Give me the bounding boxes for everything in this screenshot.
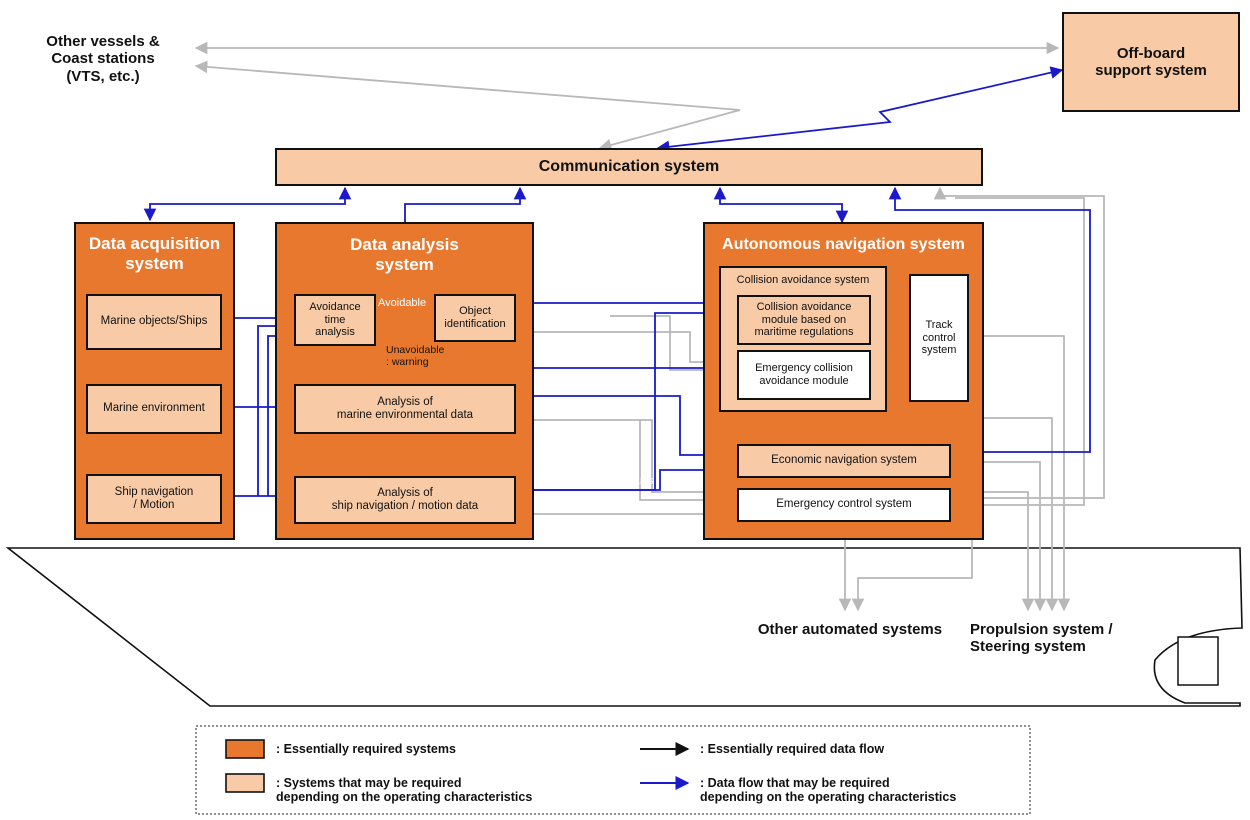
- other-vessels-label: Other vessels & Coast stations (VTS, etc…: [46, 33, 160, 85]
- collision-avoidance-title: Collision avoidance system: [736, 273, 870, 286]
- nav-data-analysis-box: Analysis of ship navigation / motion dat…: [294, 476, 516, 524]
- legend-swatch-essential: [225, 739, 265, 759]
- propulsion-steering-label: Propulsion system / Steering system: [970, 620, 1113, 655]
- track-control-system: Track control system: [909, 274, 969, 402]
- other-automated-systems-label: Other automated systems: [757, 621, 943, 639]
- object-identification-box: Object identification: [434, 294, 516, 342]
- label-abnormal-2: Abnormal : warning: [538, 499, 633, 511]
- collision-avoidance-module: Collision avoidance module based on mari…: [737, 295, 871, 345]
- communication-system-box: Communication system: [275, 148, 983, 186]
- marine-objects-box: Marine objects/Ships: [86, 294, 222, 350]
- autonomous-navigation-system: Autonomous navigation system Collision a…: [703, 222, 984, 540]
- ship-hull: [5, 547, 1243, 707]
- marine-environment-box: Marine environment: [86, 384, 222, 434]
- ship-navigation-box: Ship navigation / Motion: [86, 474, 222, 524]
- label-provide-2: Provide analysis results: [538, 381, 654, 393]
- label-abnormal-1: Abnormal : warning: [538, 405, 633, 417]
- data-analysis-title: Data analysis system: [350, 235, 459, 274]
- emergency-control-box: Emergency control system: [737, 488, 951, 522]
- economic-navigation-box: Economic navigation system: [737, 444, 951, 478]
- autonomous-navigation-title: Autonomous navigation system: [722, 235, 965, 253]
- avoidance-time-box: Avoidance time analysis: [294, 294, 376, 346]
- legend-essential-systems: : Essentially required systems: [276, 742, 456, 756]
- label-unidentified: Unidentified : warning: [538, 318, 644, 330]
- collision-avoidance-system: Collision avoidance system Collision avo…: [719, 266, 887, 412]
- legend-optional-systems: : Systems that may be required depending…: [276, 776, 533, 805]
- label-avoidable: Avoidable: [378, 297, 427, 309]
- env-data-analysis-box: Analysis of marine environmental data: [294, 384, 516, 434]
- emergency-collision-module: Emergency collision avoidance module: [737, 350, 871, 400]
- legend-optional-flow: : Data flow that may be required dependi…: [700, 776, 957, 805]
- offboard-support-box: Off-board support system: [1062, 12, 1240, 112]
- data-analysis-system: Data analysis system Avoidance time anal…: [275, 222, 534, 540]
- ship-window: [1177, 636, 1219, 686]
- legend-swatch-optional: [225, 773, 265, 793]
- label-provide-3: Provide analysis results: [538, 475, 654, 487]
- legend-essential-flow: : Essentially required data flow: [700, 742, 885, 756]
- data-acquisition-system: Data acquisition system Marine objects/S…: [74, 222, 235, 540]
- data-acquisition-title: Data acquisition system: [88, 234, 221, 273]
- legend-frame: [195, 725, 1031, 815]
- label-unavoidable: Unavoidable : warning: [386, 344, 445, 369]
- label-provide-1: Provide analysis results: [538, 288, 654, 300]
